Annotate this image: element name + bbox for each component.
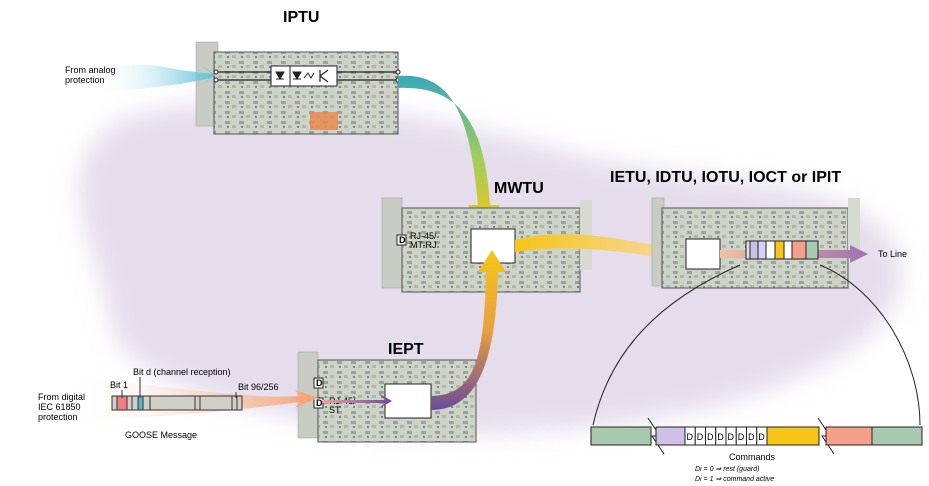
d-cell-label: D: [758, 432, 765, 442]
d-cell-label: D: [707, 432, 714, 442]
svg-text:D: D: [316, 398, 323, 408]
iept-to-mwtu-flow: [431, 250, 506, 410]
mwtu-title: MWTU: [494, 180, 544, 197]
iept-processor-box: [384, 383, 432, 419]
bitd-label: Bit d (channel reception): [133, 367, 231, 377]
iptu-title: IPTU: [283, 9, 319, 26]
mwtu-port-icon: [396, 234, 407, 246]
to-line-label: To Line: [878, 249, 907, 259]
bit96-label: Bit 96/256: [238, 382, 279, 392]
legend-active: Di = 1 ⇒ command active: [695, 476, 774, 483]
mwtu-to-target-flow: [515, 234, 686, 262]
d-cell-label: D: [738, 432, 745, 442]
target-command-frame: [745, 240, 819, 260]
target-title: IETU, IDTU, IOTU, IOCT or IPIT: [610, 169, 841, 186]
led-icon: [292, 71, 302, 81]
svg-text:D: D: [316, 378, 323, 388]
d-cell-label: D: [687, 432, 694, 442]
svg-text:D: D: [399, 235, 406, 245]
target-processor-box: [685, 238, 721, 270]
d-cell-label: D: [717, 432, 724, 442]
iptu-board: [195, 41, 401, 135]
analog-input-arrow: [95, 64, 215, 92]
iept-title: IEPT: [388, 341, 424, 358]
goose-message-label: GOOSE Message: [125, 430, 197, 440]
d-cell-label: D: [728, 432, 735, 442]
light-arrow-icon: [303, 72, 315, 79]
from-analog-label: From analog protection: [65, 65, 118, 85]
iept-port-icon-1: [313, 377, 324, 389]
zoom-arc-right: [819, 264, 921, 426]
zoom-arc-left: [592, 264, 741, 426]
legend-rest: Di = 0 ⇒ rest (guard): [695, 466, 759, 473]
from-digital-label: From digital IEC 61850 protection: [38, 392, 88, 422]
phototransistor-icon: [319, 69, 329, 83]
bit1-label: Bit 1: [110, 380, 128, 390]
goose-message-bar: [111, 395, 243, 411]
diode-icon: [275, 71, 285, 81]
d-cell-label: D: [697, 432, 704, 442]
iept-internal-flow: [322, 393, 392, 409]
commands-label: Commands: [729, 452, 776, 462]
d-cell-label: D: [748, 432, 755, 442]
mwtu-port-label: RJ-45/ MT-RJ: [410, 231, 439, 250]
